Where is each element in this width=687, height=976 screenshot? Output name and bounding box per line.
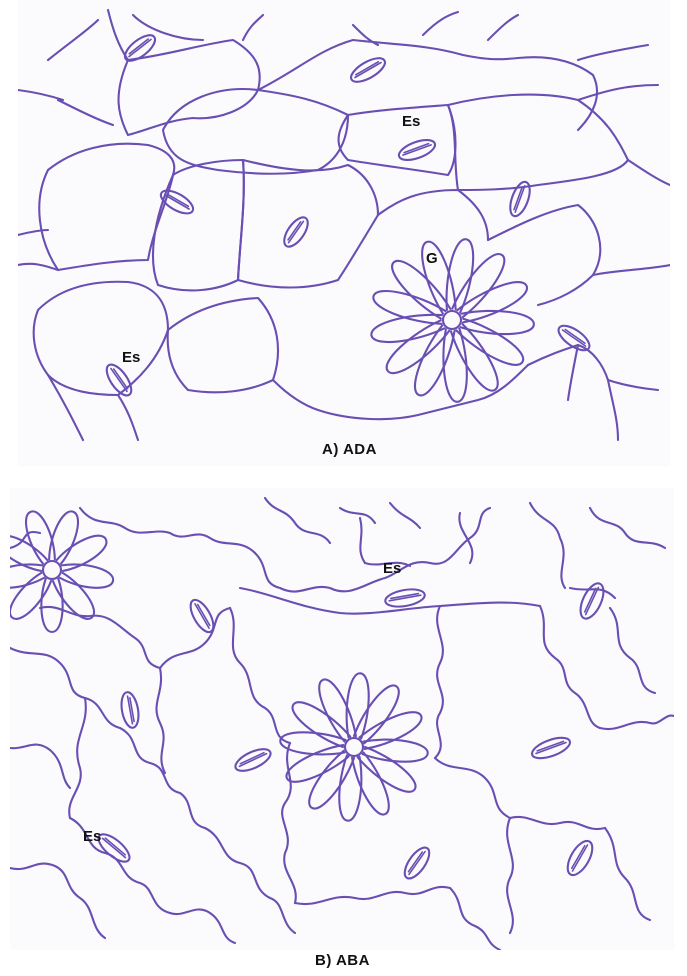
panel-abaxial: Es Es B) ABA xyxy=(10,488,674,950)
gland-cell xyxy=(41,579,62,632)
stoma xyxy=(384,587,426,610)
stoma xyxy=(186,596,218,635)
stoma xyxy=(280,213,313,250)
gland-cell xyxy=(287,696,352,751)
stoma xyxy=(232,745,273,776)
label-es-top: Es xyxy=(383,560,401,577)
stoma xyxy=(576,580,608,622)
caption-ada: A) ADA xyxy=(322,441,377,458)
abaxial-cell-walls xyxy=(10,498,674,950)
gland-cell xyxy=(386,254,454,322)
label-es-left: Es xyxy=(122,349,140,366)
gland-cell xyxy=(350,680,405,745)
stoma xyxy=(529,734,572,763)
label-es-top: Es xyxy=(402,113,420,130)
stoma xyxy=(396,136,437,164)
stoma xyxy=(119,691,141,729)
gland-cell xyxy=(355,743,420,798)
gland-center xyxy=(443,311,461,329)
gland-center xyxy=(43,561,61,579)
gland-cell xyxy=(10,561,45,591)
abaxial-glandular-trichome xyxy=(10,508,115,632)
abaxial-glandular-trichome xyxy=(279,672,428,821)
stoma xyxy=(121,31,159,66)
gland-cell xyxy=(54,530,111,575)
caption-aba: B) ABA xyxy=(315,952,370,969)
label-gland: G xyxy=(426,250,438,267)
label-es-left: Es xyxy=(83,828,101,845)
gland-cell xyxy=(303,748,358,813)
gland-center xyxy=(345,738,363,756)
adaxial-epidermis-drawing xyxy=(18,0,670,466)
stoma xyxy=(157,186,196,218)
abaxial-stomata xyxy=(94,580,608,882)
stoma xyxy=(555,321,594,355)
gland-cell xyxy=(369,310,445,346)
stoma xyxy=(563,837,598,879)
adaxial-stomata xyxy=(102,31,593,400)
stoma xyxy=(400,844,434,883)
panel-adaxial: Es G Es A) ADA xyxy=(18,0,670,466)
adaxial-glandular-trichome xyxy=(369,237,534,402)
stoma xyxy=(348,54,389,87)
abaxial-epidermis-drawing xyxy=(10,488,674,950)
stoma xyxy=(506,179,533,218)
